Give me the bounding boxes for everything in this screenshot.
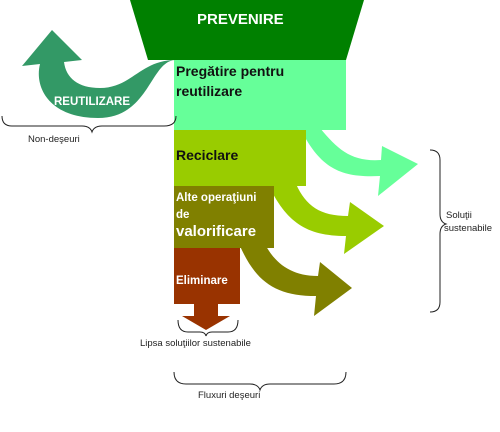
other-recovery-block	[174, 186, 274, 248]
waste-flows-label: Fluxuri deşeuri	[198, 390, 260, 401]
non-waste-brace	[1, 115, 177, 134]
sustainable-brace	[429, 149, 448, 313]
preparing-reuse-arrow	[300, 128, 418, 196]
waste-flows-brace	[173, 371, 347, 392]
disposal-block	[174, 248, 240, 304]
sustainable-label-1: Soluţii	[446, 210, 472, 221]
no-solutions-label: Lipsa soluţiilor sustenabile	[140, 338, 251, 349]
other-recovery-label-3: valorificare	[176, 223, 256, 240]
prevention-title: PREVENIRE	[197, 11, 284, 28]
disposal-label: Eliminare	[176, 275, 228, 287]
disposal-arrow	[182, 304, 230, 330]
prevention-block	[130, 0, 364, 60]
reuse-label: REUTILIZARE	[54, 96, 130, 108]
recycling-block	[174, 130, 306, 186]
other-recovery-arrow	[240, 246, 352, 316]
preparing-reuse-block	[174, 60, 346, 130]
other-recovery-label-1: Alte operaţiuni	[176, 192, 257, 204]
no-solutions-brace	[177, 319, 239, 337]
reuse-arrow	[22, 30, 176, 118]
preparing-reuse-label-2: reutilizare	[176, 83, 242, 99]
preparing-reuse-label-1: Pregătire pentru	[176, 63, 284, 79]
non-waste-label: Non-deşeuri	[28, 134, 80, 145]
recycling-arrow	[268, 184, 384, 254]
other-recovery-label-2: de	[176, 209, 189, 221]
recycling-label: Reciclare	[176, 147, 238, 163]
sustainable-label-2: sustenabile	[444, 223, 492, 234]
